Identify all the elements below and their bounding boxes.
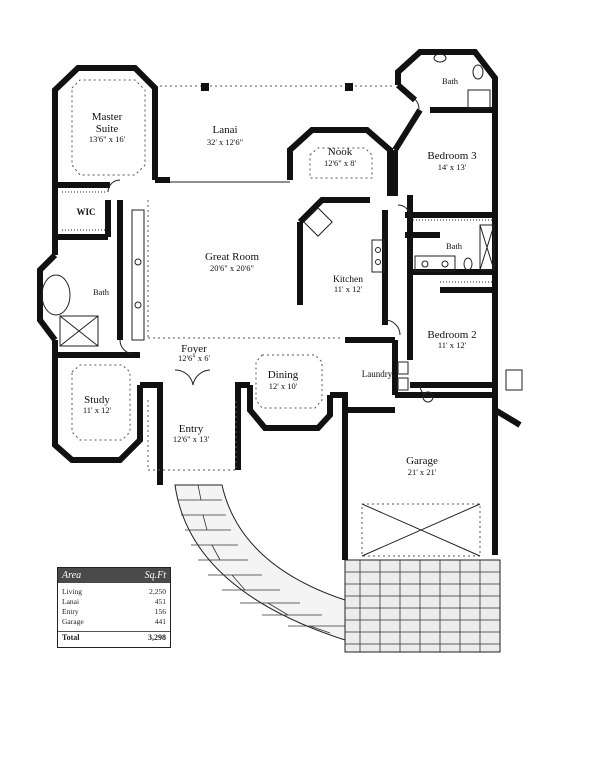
bath-master-label: Bath xyxy=(93,287,110,297)
walkway-pavers xyxy=(174,484,346,641)
sink-icon xyxy=(433,53,447,63)
driveway-pavers xyxy=(344,559,501,653)
nook-label: Nook xyxy=(328,146,353,158)
shower-icon xyxy=(479,224,495,271)
area-row-label: Living xyxy=(62,587,82,596)
interior-walls xyxy=(55,107,495,395)
area-total-label: Total xyxy=(62,633,80,642)
exterior-walls xyxy=(37,49,522,560)
area-row-value: 441 xyxy=(154,617,166,626)
bath-middle-label: Bath xyxy=(446,241,463,251)
area-total-value: 3,298 xyxy=(148,633,166,642)
doors xyxy=(107,94,433,398)
fixtures xyxy=(41,53,523,403)
great-room-dims: 20'6" x 20'6" xyxy=(210,263,254,273)
laundry-label: Laundry xyxy=(362,369,393,379)
nook-dims: 12'6" x 8' xyxy=(324,158,357,168)
toilet-icon xyxy=(472,64,484,80)
wic-label: WIC xyxy=(76,207,95,217)
kitchen-label: Kitchen xyxy=(333,275,363,285)
shower-icon xyxy=(59,315,99,347)
garage-dims: 21' x 21' xyxy=(408,467,437,477)
tub-icon xyxy=(467,89,491,109)
dining-dims: 12' x 10' xyxy=(269,381,298,391)
area-row-value: 2,250 xyxy=(149,587,166,596)
area-row-value: 156 xyxy=(154,607,166,616)
lanai-label: Lanai xyxy=(212,124,237,136)
room-labels: Master Suite 13'6" x 16' Lanai 32' x 12'… xyxy=(76,76,477,477)
kitchen-dims: 11' x 12' xyxy=(334,284,363,294)
study-dims: 11' x 12' xyxy=(83,405,112,415)
lanai-edge xyxy=(155,83,395,91)
area-table: Area Sq.Ft Living 2,250 Lanai 451 Entry … xyxy=(57,567,171,648)
bedroom3-label: Bedroom 3 xyxy=(427,150,477,162)
bedroom3-dims: 14' x 13' xyxy=(438,162,467,172)
bath-top-label: Bath xyxy=(442,76,459,86)
area-row: Entry 156 xyxy=(58,607,170,617)
dining-label: Dining xyxy=(268,369,299,381)
entry-label: Entry xyxy=(179,423,204,435)
area-table-header: Area Sq.Ft xyxy=(58,568,170,583)
vanity-icon xyxy=(131,209,145,341)
water-heater-icon xyxy=(422,391,434,403)
area-header-label: Area xyxy=(62,570,82,581)
lanai-column xyxy=(201,83,209,91)
foyer-dims: 12'6" x 6' xyxy=(178,353,211,363)
lanai-column xyxy=(345,83,353,91)
lanai-dims: 32' x 12'6" xyxy=(207,137,243,147)
area-total-row: Total 3,298 xyxy=(58,631,170,643)
area-row-label: Entry xyxy=(62,607,79,616)
area-row-label: Lanai xyxy=(62,597,80,606)
soffit-lines xyxy=(71,79,481,557)
area-row-value: 451 xyxy=(154,597,166,606)
great-room-label: Great Room xyxy=(205,251,260,263)
master-suite-dims: 13'6" x 16' xyxy=(89,134,126,144)
study-label: Study xyxy=(84,394,110,406)
washer-icon xyxy=(397,361,409,375)
stove-icon xyxy=(371,239,385,273)
area-row: Living 2,250 xyxy=(58,587,170,597)
area-row: Garage 441 xyxy=(58,617,170,627)
bedroom2-dims: 11' x 12' xyxy=(438,340,467,350)
area-row-label: Garage xyxy=(62,617,84,626)
foyer-label: Foyer xyxy=(181,343,207,355)
bedroom2-label: Bedroom 2 xyxy=(427,329,476,341)
toilet-icon xyxy=(463,257,473,271)
sink-icon xyxy=(303,207,333,237)
dryer-icon xyxy=(397,377,409,391)
entry-dims: 12'6" x 13' xyxy=(173,434,210,444)
sqft-header-label: Sq.Ft xyxy=(144,570,166,581)
area-row: Lanai 451 xyxy=(58,597,170,607)
ac-unit-icon xyxy=(505,369,523,391)
master-suite-label-2: Suite xyxy=(96,123,119,135)
vanity-icon xyxy=(414,255,456,272)
master-suite-label: Master xyxy=(92,111,123,123)
garage-label: Garage xyxy=(406,455,438,467)
bathtub-icon xyxy=(41,274,71,316)
